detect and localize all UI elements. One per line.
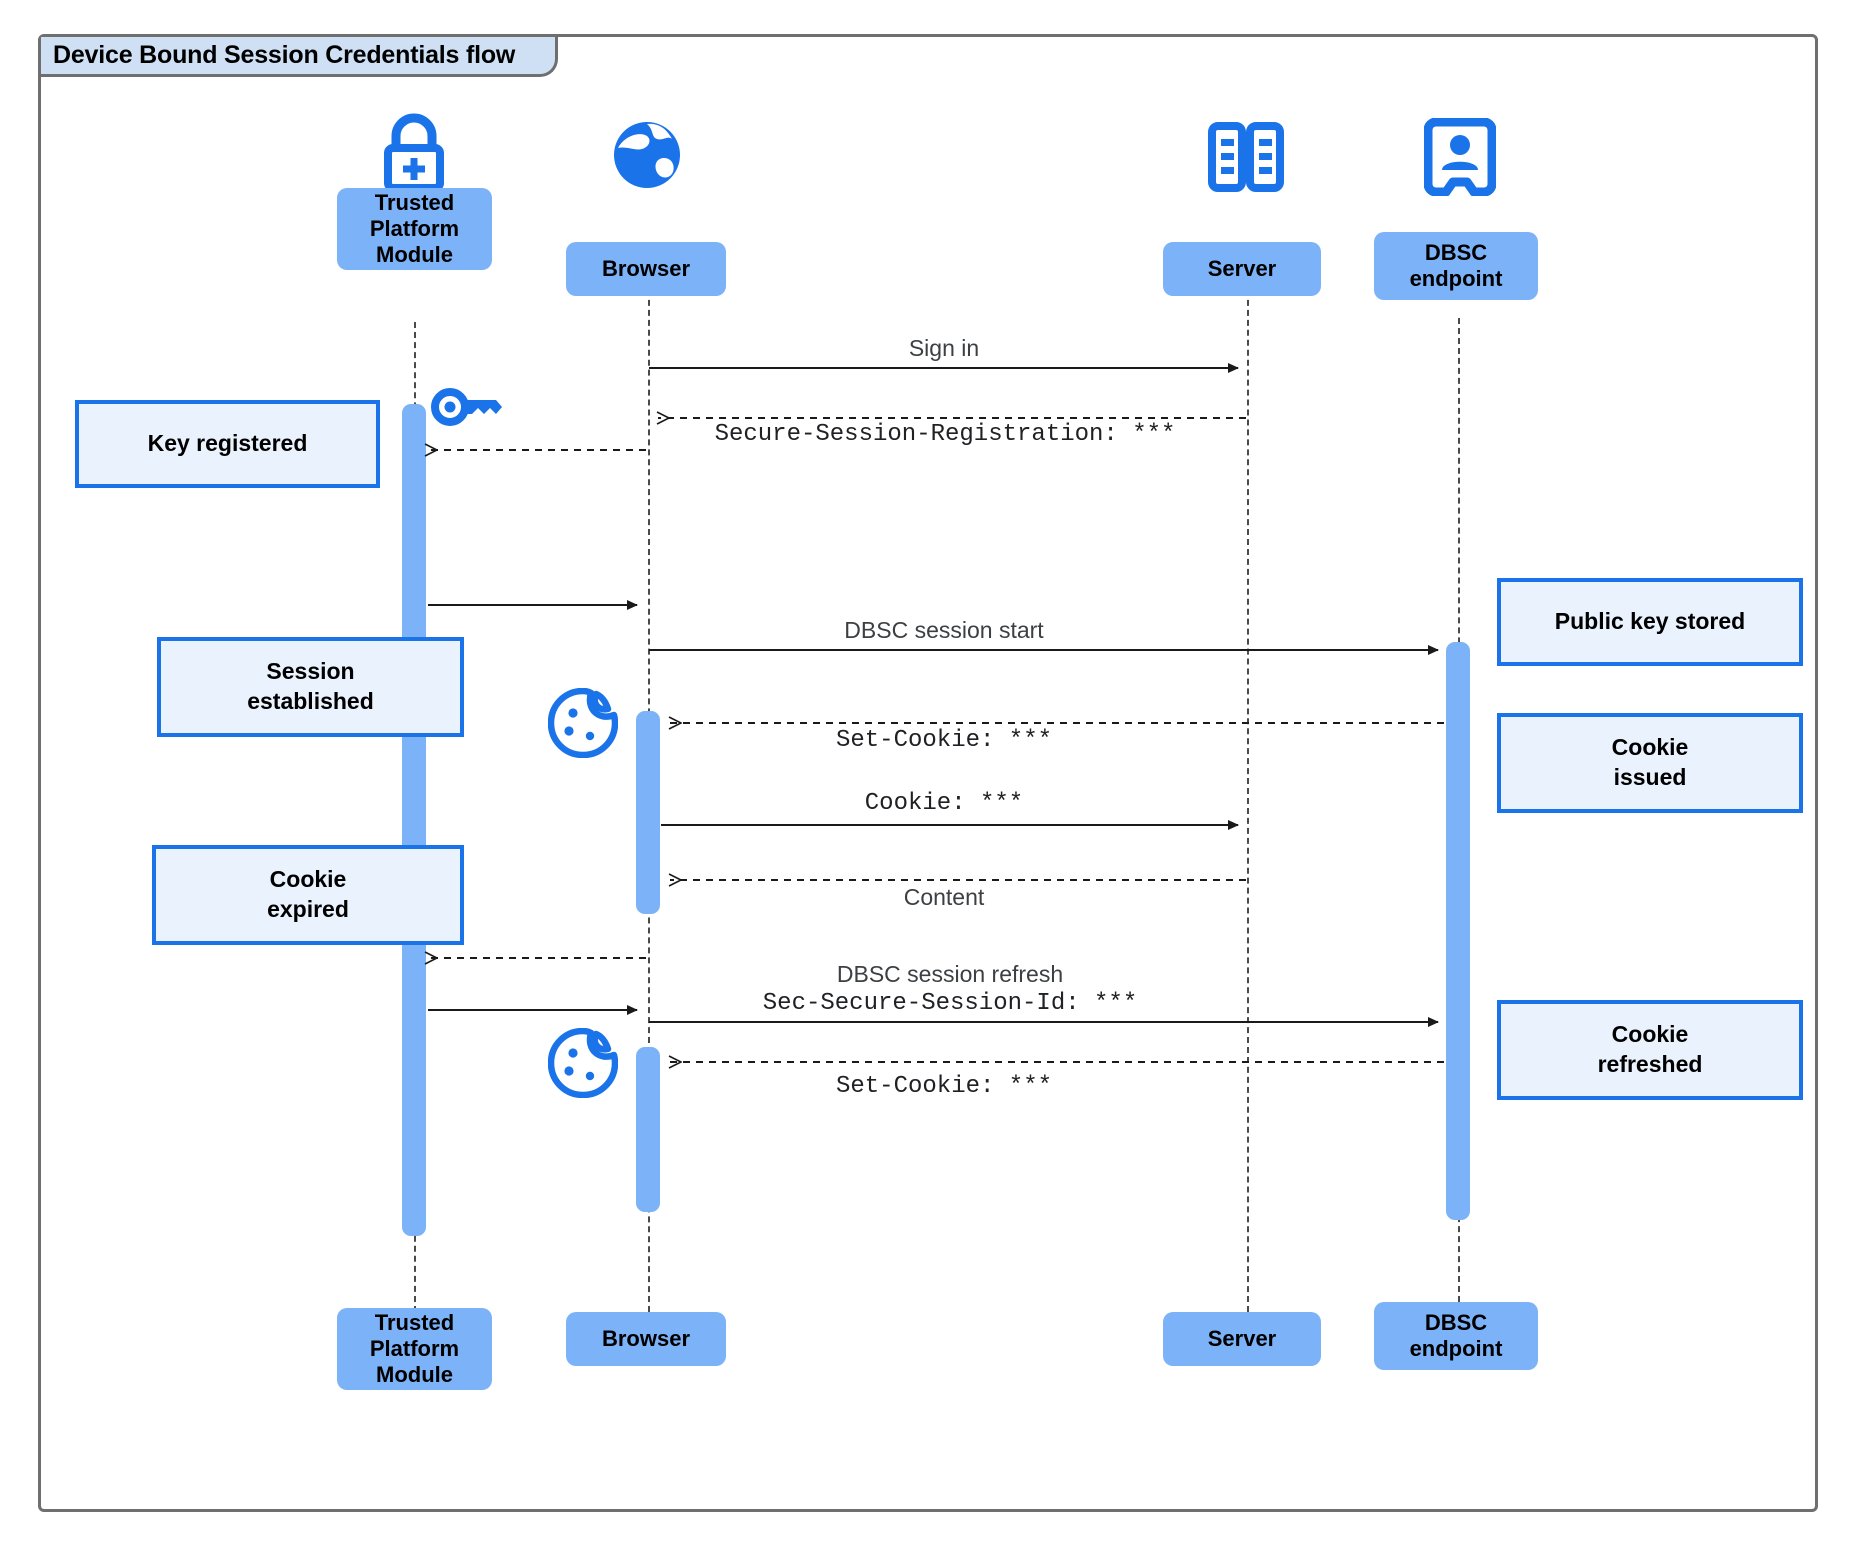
message-text-cookie: Cookie: *** [864,790,1024,817]
note-text-session-established-l2: established [247,688,374,714]
participant-label-dbsc-l2: endpoint [1409,266,1503,291]
message-label-cookie: Cookie: *** [744,790,1144,817]
message-text-secure-session-registration: Secure-Session-Registration: *** [714,421,1176,448]
participant-footer-label-server: Server [1207,1326,1277,1352]
message-label-set-cookie-1: Set-Cookie: *** [744,727,1144,754]
note-cookie-refreshed: Cookie refreshed [1497,1000,1803,1100]
participant-footer-label-dbsc-l1: DBSC [1424,1310,1488,1336]
participant-footer-label-browser: Browser [601,1326,691,1352]
participant-label-server: Server [1207,256,1277,282]
note-text-public-key-stored: Public key stored [1554,608,1746,635]
participant-footer-label-tpm-l1: Trusted [374,1310,455,1336]
note-key-registered: Key registered [75,400,380,488]
cookie-icon [547,687,619,759]
participant-footer-tpm[interactable]: Trusted Platform Module [337,1308,492,1390]
message-label-dbsc-session-start: DBSC session start [744,617,1144,644]
note-cookie-expired: Cookie expired [152,845,464,945]
note-text-cookie-issued-l1: Cookie [1611,734,1689,761]
participant-header-server[interactable]: Server [1163,242,1321,296]
note-text-cookie-expired-l2: expired [267,896,349,922]
participant-footer-dbsc[interactable]: DBSC endpoint [1374,1302,1538,1370]
message-text-content: Content [903,884,985,910]
message-text-dbsc-session-start: DBSC session start [844,617,1044,643]
message-label-set-cookie-2: Set-Cookie: *** [744,1073,1144,1100]
participant-footer-label-tpm-l2: Platform [369,1336,460,1362]
lifeline-server [1247,280,1249,1312]
participant-header-tpm[interactable]: Trusted Platform Module [337,188,492,270]
participant-label-browser: Browser [601,256,691,282]
activation-bar-tpm [402,404,426,1236]
participant-footer-label-dbsc-l2: endpoint [1409,1336,1503,1361]
message-label-content: Content [744,884,1144,911]
message-label-secure-session-registration: Secure-Session-Registration: *** [680,421,1210,448]
note-session-established: Session established [157,637,464,737]
participant-footer-browser[interactable]: Browser [566,1312,726,1366]
note-text-key-registered: Key registered [147,430,308,457]
diagram-title-tab: Device Bound Session Credentials flow [41,37,559,77]
note-text-cookie-refreshed-l1: Cookie [1611,1021,1689,1048]
lock-plus-icon [366,110,462,192]
globe-icon [602,118,692,192]
message-text-dbsc-session-refresh-line1: DBSC session refresh [836,961,1064,987]
message-label-sign-in: Sign in [744,335,1144,362]
note-text-cookie-expired-l1: Cookie [269,866,347,893]
participant-footer-label-tpm-l3: Module [376,1361,453,1387]
note-text-cookie-refreshed-l2: refreshed [1597,1051,1703,1077]
participant-header-dbsc[interactable]: DBSC endpoint [1374,232,1538,300]
id-badge-icon [1423,117,1497,197]
diagram-title: Device Bound Session Credentials flow [53,41,516,69]
message-text-set-cookie-2: Set-Cookie: *** [835,1073,1053,1100]
participant-label-tpm-l1: Trusted [374,190,455,216]
activation-bar-dbsc [1446,642,1470,1220]
participant-label-tpm-l2: Platform [369,216,460,242]
note-text-cookie-issued-l2: issued [1613,764,1687,790]
activation-bar-browser [636,711,660,914]
key-icon [430,384,506,430]
participant-footer-server[interactable]: Server [1163,1312,1321,1366]
message-text-sign-in: Sign in [908,335,980,361]
participant-header-browser[interactable]: Browser [566,242,726,296]
note-public-key-stored: Public key stored [1497,578,1803,666]
note-text-session-established-l1: Session [266,658,355,685]
server-rack-icon [1198,122,1294,192]
note-cookie-issued: Cookie issued [1497,713,1803,813]
activation-bar-browser-2 [636,1047,660,1212]
message-text-dbsc-session-refresh-line2: Sec-Secure-Session-Id: *** [762,989,1138,1017]
participant-label-dbsc-l1: DBSC [1424,240,1488,266]
participant-label-tpm-l3: Module [376,241,453,267]
message-label-dbsc-session-refresh: DBSC session refresh Sec-Secure-Session-… [700,960,1200,1019]
message-text-set-cookie-1: Set-Cookie: *** [835,727,1053,754]
cookie-icon-2 [547,1027,619,1099]
